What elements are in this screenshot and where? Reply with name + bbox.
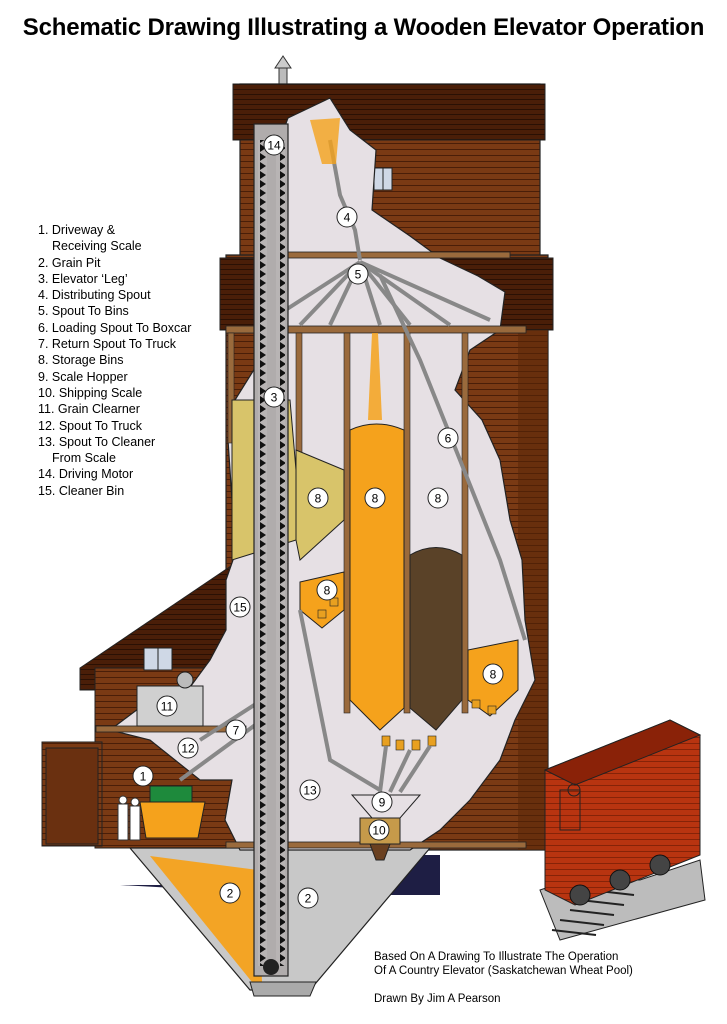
callout-1: 1 bbox=[132, 765, 154, 787]
callout-label: 7 bbox=[233, 724, 240, 738]
callout-8: 8 bbox=[307, 487, 329, 509]
legend-item: 15. Cleaner Bin bbox=[38, 483, 125, 498]
callout-5: 5 bbox=[347, 263, 369, 285]
callout-label: 8 bbox=[490, 668, 497, 682]
callout-label: 2 bbox=[227, 887, 234, 901]
callout-label: 11 bbox=[161, 700, 174, 714]
callout-9: 9 bbox=[371, 791, 393, 813]
callout-label: 10 bbox=[372, 824, 386, 838]
callout-circle bbox=[368, 819, 390, 841]
grain-cleaner bbox=[136, 671, 204, 727]
callout-label: 8 bbox=[315, 492, 322, 506]
callout-circle bbox=[263, 386, 285, 408]
legend-item: 12. Spout To Truck bbox=[38, 418, 142, 433]
callout-11: 11 bbox=[156, 695, 178, 717]
callout-15: 15 bbox=[229, 596, 251, 618]
callout-label: 1 bbox=[140, 770, 147, 784]
callout-circle bbox=[336, 206, 358, 228]
callout-label: 2 bbox=[305, 892, 312, 906]
callout-label: 4 bbox=[344, 211, 351, 225]
callout-8: 8 bbox=[364, 487, 386, 509]
callout-circle bbox=[263, 134, 285, 156]
callout-label: 9 bbox=[379, 796, 386, 810]
callout-circle bbox=[364, 487, 386, 509]
callout-label: 8 bbox=[372, 492, 379, 506]
callout-2: 2 bbox=[297, 887, 319, 909]
legend-item: 10. Shipping Scale bbox=[38, 385, 143, 400]
callout-circle bbox=[307, 487, 329, 509]
callout-circle bbox=[132, 765, 154, 787]
credit-drawn-by: Drawn By Jim A Pearson bbox=[374, 993, 501, 1005]
callout-label: 8 bbox=[324, 584, 331, 598]
legend-item: 5. Spout To Bins bbox=[38, 304, 129, 319]
legend-item: 13. Spout To Cleaner bbox=[38, 434, 156, 449]
callout-13: 13 bbox=[299, 779, 321, 801]
callout-circle bbox=[482, 663, 504, 685]
callout-12: 12 bbox=[177, 737, 199, 759]
legend-item: 8. Storage Bins bbox=[38, 353, 124, 368]
callout-label: 8 bbox=[435, 492, 442, 506]
legend-item-continued: From Scale bbox=[52, 451, 116, 466]
callout-circle bbox=[156, 695, 178, 717]
callout-8: 8 bbox=[482, 663, 504, 685]
grain-spill bbox=[310, 118, 340, 164]
callout-circle bbox=[297, 887, 319, 909]
callout-circle bbox=[225, 719, 247, 741]
callout-circle bbox=[371, 791, 393, 813]
legend-item: 3. Elevator ‘Leg’ bbox=[38, 271, 128, 286]
callout-circle bbox=[229, 596, 251, 618]
elevator-leg bbox=[253, 123, 289, 977]
callout-label: 5 bbox=[355, 268, 362, 282]
callout-circle bbox=[427, 487, 449, 509]
callout-label: 14 bbox=[267, 139, 281, 153]
legend-item: 4. Distributing Spout bbox=[38, 288, 151, 303]
callout-6: 6 bbox=[437, 427, 459, 449]
callout-circle bbox=[347, 263, 369, 285]
callout-circle bbox=[299, 779, 321, 801]
callout-4: 4 bbox=[336, 206, 358, 228]
legend-item: 11. Grain Clearner bbox=[38, 402, 140, 417]
callout-8: 8 bbox=[427, 487, 449, 509]
callout-10: 10 bbox=[368, 819, 390, 841]
callout-circle bbox=[437, 427, 459, 449]
diagram-title: Schematic Drawing Illustrating a Wooden … bbox=[22, 14, 705, 41]
callout-8: 8 bbox=[316, 579, 338, 601]
callout-label: 12 bbox=[181, 742, 195, 756]
credit-line-2: Of A Country Elevator (Saskatchewan Whea… bbox=[374, 965, 633, 977]
callout-3: 3 bbox=[263, 386, 285, 408]
callout-circle bbox=[177, 737, 199, 759]
callout-label: 15 bbox=[233, 601, 247, 615]
callout-markers: 14 4 5 3 6 8 8 8 8 8 15 11 7 12 1 13 9 10 2 2 bbox=[132, 134, 504, 909]
roof-ventilator bbox=[274, 55, 292, 85]
legend-item: 7. Return Spout To Truck bbox=[38, 337, 177, 352]
legend-item: 6. Loading Spout To Boxcar bbox=[38, 320, 192, 335]
legend-item: 2. Grain Pit bbox=[38, 255, 101, 270]
callout-label: 6 bbox=[445, 432, 452, 446]
truck-and-people bbox=[117, 785, 206, 841]
legend-item: 9. Scale Hopper bbox=[38, 369, 128, 384]
legend-item: 1. Driveway & bbox=[38, 223, 116, 237]
legend-item: 14. Driving Motor bbox=[38, 467, 134, 482]
callout-2: 2 bbox=[219, 882, 241, 904]
credit-line-1: Based On A Drawing To Illustrate The Ope… bbox=[374, 951, 619, 963]
callout-7: 7 bbox=[225, 719, 247, 741]
boxcar bbox=[539, 719, 706, 941]
callout-label: 3 bbox=[271, 391, 278, 405]
callout-14: 14 bbox=[263, 134, 285, 156]
callout-circle bbox=[316, 579, 338, 601]
credit-block: Based On A Drawing To Illustrate The Ope… bbox=[374, 950, 633, 1006]
callout-circle bbox=[219, 882, 241, 904]
legend-item-continued: Receiving Scale bbox=[52, 239, 142, 254]
callout-label: 13 bbox=[303, 784, 317, 798]
